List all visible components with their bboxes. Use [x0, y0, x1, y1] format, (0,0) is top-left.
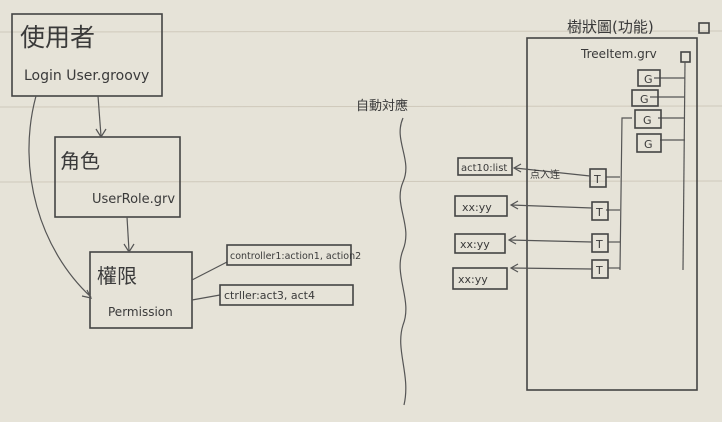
- tree-box: [526, 37, 698, 391]
- target-item: act10:list 点入连: [457, 157, 591, 181]
- t-node: T: [589, 168, 620, 188]
- svg-text:T: T: [595, 206, 603, 219]
- target-item: xx:yy: [454, 195, 593, 217]
- svg-text:G: G: [644, 138, 653, 151]
- corner-square: [698, 22, 710, 34]
- tree-root-square: [680, 51, 691, 63]
- t-node: T: [591, 259, 620, 279]
- svg-text:xx:yy: xx:yy: [460, 238, 490, 251]
- permission-file: Permission: [108, 305, 173, 319]
- svg-text:T: T: [595, 264, 603, 277]
- role-file: UserRole.grv: [92, 192, 175, 207]
- target-item: xx:yy: [454, 233, 593, 254]
- g-node: G: [634, 109, 685, 129]
- g-node: G: [631, 89, 685, 107]
- svg-text:xx:yy: xx:yy: [458, 273, 488, 286]
- perm-note-1: controller1:action1, action2: [230, 251, 361, 262]
- svg-text:act10:list: act10:list: [461, 163, 507, 174]
- arrowhead-permission-top: [123, 243, 135, 254]
- perm-note-2: ctrller:act3, act4: [224, 289, 315, 302]
- svg-text:G: G: [640, 93, 649, 106]
- g-node: G: [637, 69, 685, 87]
- arrowhead-permission-left: [81, 289, 93, 299]
- role-title: 角色: [60, 149, 100, 173]
- g-node: G: [636, 133, 685, 153]
- perm-note-2-box: [219, 284, 354, 306]
- wavy-divider: [399, 117, 407, 406]
- arrow-user-to-role: [97, 95, 102, 137]
- svg-text:G: G: [643, 114, 652, 127]
- ruled-lines: [0, 30, 722, 183]
- target-item: xx:yy: [452, 263, 593, 290]
- svg-text:xx:yy: xx:yy: [462, 201, 492, 214]
- note-1-connector: [191, 261, 228, 281]
- permission-title: 權限: [97, 264, 137, 288]
- user-file: Login User.groovy: [24, 68, 149, 84]
- perm-note-1-box: [226, 244, 352, 266]
- arrow-user-to-permission: [28, 95, 92, 298]
- t-branch-trunk: [619, 117, 632, 271]
- user-box: [11, 13, 163, 97]
- auto-mapping-label: 自動対應: [356, 98, 408, 114]
- arrowhead-role: [95, 128, 107, 139]
- role-box: [54, 136, 181, 218]
- t-node: T: [591, 201, 620, 221]
- tree-root-trunk: [682, 61, 686, 271]
- arrow-role-to-permission: [126, 216, 130, 252]
- tree-file: TreeItem.grv: [580, 47, 657, 61]
- t-node: T: [591, 233, 620, 253]
- click-note: 点入连: [530, 168, 560, 181]
- tree-title: 樹狀圖(功能): [567, 18, 654, 36]
- svg-text:G: G: [644, 73, 653, 86]
- note-2-connector: [191, 294, 221, 301]
- svg-text:T: T: [595, 238, 603, 251]
- user-title: 使用者: [20, 23, 95, 52]
- svg-text:T: T: [593, 173, 601, 186]
- permission-box: [89, 251, 193, 329]
